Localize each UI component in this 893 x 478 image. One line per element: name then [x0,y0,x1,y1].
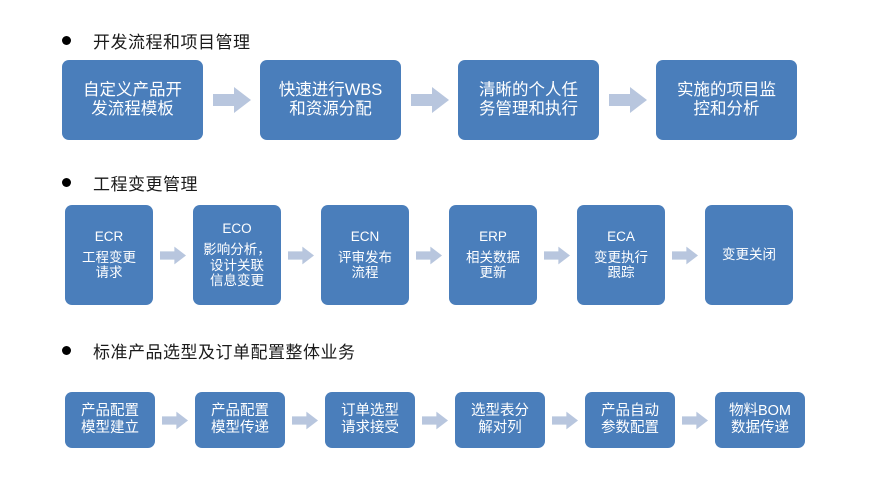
process-node[interactable]: 产品自动 参数配置 [585,392,675,448]
arrow-right-icon [285,392,325,448]
node-line: 快速进行WBS [278,80,383,99]
node-code: ECN [350,229,380,245]
process-node[interactable]: 实施的项目监 控和分析 [656,60,797,140]
arrow-right-icon [203,60,260,140]
node-line: 务管理和执行 [479,100,578,118]
node-line: 清晰的个人任 [479,80,578,99]
node-line: 自定义产品开 [83,80,182,99]
node-code: ECR [94,229,124,245]
node-line: 更新 [479,265,507,281]
bullet-point-icon [62,36,71,45]
node-line: 物料BOM [728,403,792,420]
process-node[interactable]: ECR 工程变更 请求 [65,205,153,305]
process-node[interactable]: 清晰的个人任 务管理和执行 [458,60,599,140]
node-line: 产品配置 [211,403,269,420]
node-code: ECA [607,229,635,245]
node-line: 设计关联 [210,257,264,273]
node-line: 请求接受 [341,420,399,436]
node-line: 数据传递 [731,420,789,436]
bullet-point-icon [62,346,71,355]
process-node[interactable]: ECO 影响分析， 设计关联 信息变更 [193,205,281,305]
node-line: 发流程模板 [91,100,174,118]
arrow-right-icon [409,205,449,305]
process-row-2: ECR 工程变更 请求 ECO 影响分析， 设计关联 信息变更 ECN 评审发布… [65,205,793,305]
process-node[interactable]: ECN 评审发布 流程 [321,205,409,305]
arrow-right-icon [155,392,195,448]
section-heading-3: 标准产品选型及订单配置整体业务 [62,338,356,363]
node-line: 和资源分配 [289,100,372,118]
node-line: 工程变更 [82,249,136,265]
node-line: 评审发布 [338,249,392,265]
node-line: 相关数据 [466,249,520,265]
process-node[interactable]: 自定义产品开 发流程模板 [62,60,203,140]
bullet-point-icon [62,178,71,187]
node-line: 控和分析 [693,100,760,118]
arrow-right-icon [665,205,705,305]
node-line: 信息变更 [210,273,264,289]
node-code: ECO [222,221,252,237]
node-line: 产品配置 [81,403,139,420]
process-node[interactable]: 物料BOM 数据传递 [715,392,805,448]
node-line: 模型传递 [211,420,269,436]
arrow-right-icon [675,392,715,448]
arrow-right-icon [599,60,656,140]
node-line: 变更关闭 [722,247,776,263]
node-line: 解对列 [478,420,522,436]
arrow-right-icon [545,392,585,448]
process-row-1: 自定义产品开 发流程模板 快速进行WBS 和资源分配 清晰的个人任 务管理和执行 [62,60,797,140]
process-node[interactable]: ERP 相关数据 更新 [449,205,537,305]
node-line: 请求 [95,265,123,281]
node-line: 实施的项目监 [677,80,776,99]
node-line: 跟踪 [607,265,635,281]
node-line: 订单选型 [341,403,399,420]
process-node[interactable]: 产品配置 模型传递 [195,392,285,448]
node-line: 产品自动 [601,403,659,420]
process-node[interactable]: 变更关闭 [705,205,793,305]
arrow-right-icon [537,205,577,305]
process-node[interactable]: 快速进行WBS 和资源分配 [260,60,401,140]
process-row-3: 产品配置 模型建立 产品配置 模型传递 订单选型 请求接受 选型表分 [65,392,805,448]
section-heading-2: 工程变更管理 [62,170,198,195]
arrow-right-icon [401,60,458,140]
node-line: 影响分析， [203,241,271,257]
node-line: 变更执行 [594,249,648,265]
process-node[interactable]: 选型表分 解对列 [455,392,545,448]
node-line: 选型表分 [471,403,529,420]
section-heading-1-label: 开发流程和项目管理 [93,33,251,52]
node-line: 参数配置 [601,420,659,436]
section-heading-1: 开发流程和项目管理 [62,28,251,53]
node-code: ERP [479,229,507,245]
node-line: 流程 [351,265,379,281]
process-node[interactable]: 订单选型 请求接受 [325,392,415,448]
process-node[interactable]: ECA 变更执行 跟踪 [577,205,665,305]
process-node[interactable]: 产品配置 模型建立 [65,392,155,448]
section-heading-3-label: 标准产品选型及订单配置整体业务 [93,343,356,362]
node-line: 模型建立 [81,420,139,436]
section-heading-2-label: 工程变更管理 [93,175,198,194]
arrow-right-icon [415,392,455,448]
arrow-right-icon [153,205,193,305]
arrow-right-icon [281,205,321,305]
